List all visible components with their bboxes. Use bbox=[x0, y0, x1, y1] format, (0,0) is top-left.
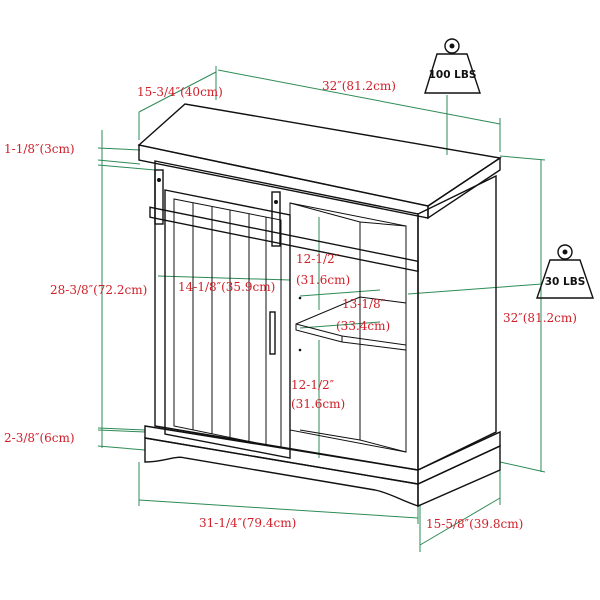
dimension-labels: 15-3/4″(40cm) 32″(81.2cm) 1-1/8″(3cm) 28… bbox=[4, 79, 577, 531]
dim-top-thickness: 1-1/8″(3cm) bbox=[4, 142, 75, 156]
weight-icon-100: 100 LBS bbox=[424, 38, 481, 94]
dim-door-width: 14-1/8″(35.9cm) bbox=[178, 280, 275, 294]
dim-upper-opening-cm: (31.6cm) bbox=[296, 273, 350, 287]
cabinet-drawing bbox=[137, 103, 502, 508]
dim-interior-height: 28-3/8″(72.2cm) bbox=[50, 283, 147, 297]
weight-label-100: 100 LBS bbox=[429, 69, 477, 81]
dim-base-width: 31-1/4″(79.4cm) bbox=[199, 516, 296, 530]
dim-depth-top: 15-3/4″(40cm) bbox=[137, 85, 223, 99]
dim-shelf-depth-cm: (33.4cm) bbox=[336, 319, 390, 333]
dim-upper-opening-in: 12-1/2″ bbox=[296, 252, 340, 266]
dim-overall-height: 32″(81.2cm) bbox=[503, 311, 577, 325]
weight-label-30: 30 LBS bbox=[545, 276, 586, 288]
dim-width-top: 32″(81.2cm) bbox=[322, 79, 396, 93]
weight-icon-30: 30 LBS bbox=[536, 244, 594, 299]
dimension-lines bbox=[97, 66, 546, 552]
dim-lower-opening-in: 12-1/2″ bbox=[291, 378, 335, 392]
dim-base-depth: 15-5/8″(39.8cm) bbox=[426, 517, 523, 531]
dim-shelf-depth-in: 13-1/8″ bbox=[342, 297, 386, 311]
dim-base-height: 2-3/8″(6cm) bbox=[4, 431, 75, 445]
dim-lower-opening-cm: (31.6cm) bbox=[291, 397, 345, 411]
